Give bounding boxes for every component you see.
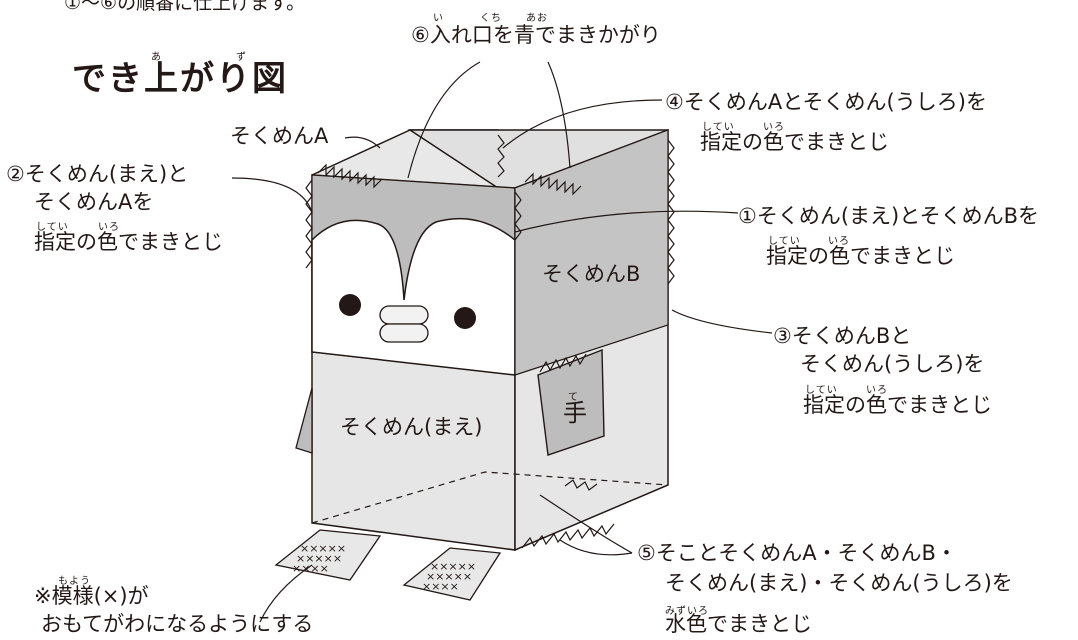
step1-line2: 指定の色でまきとじ (766, 244, 955, 268)
svg-text:××××: ×××× (292, 562, 329, 575)
panel-sokumen-b-upper (514, 129, 669, 376)
left-foot (274, 529, 382, 581)
step4-line1: ④そくめんAとそくめん(うしろ)を (665, 90, 987, 114)
label-te: 手 (563, 399, 587, 427)
step2-line2: そくめんAを (34, 190, 154, 214)
label-sokumen-b: そくめんB (542, 262, 641, 286)
foot-pattern-right: ×××××××××××××× (422, 560, 476, 593)
stitch-back-corner (497, 134, 505, 178)
step1-ruby-iro: いろ (828, 236, 850, 247)
step6-ruby-i: い (433, 13, 444, 24)
step6-ruby-ao: あお (526, 13, 548, 24)
svg-text:×××××: ××××× (430, 560, 476, 573)
stitch-right-side (667, 139, 675, 285)
beak-top (379, 305, 429, 325)
stitch-front-left (305, 179, 313, 269)
step5-line3: 水色でまきとじ (665, 612, 812, 636)
step3-line3: 指定の色でまきとじ (803, 393, 992, 417)
stitch-front-right (514, 191, 522, 241)
step3-line2: そくめん(うしろ)を (800, 352, 985, 376)
stitch-bottom-back (564, 479, 598, 491)
left-flipper (295, 387, 313, 454)
leader-lines (231, 61, 773, 623)
svg-text:×××××: ××××× (296, 552, 342, 565)
svg-text:×××××: ××××× (300, 542, 346, 555)
left-eye (339, 294, 361, 316)
note-line2: おもてがわになるようにする (41, 612, 314, 636)
step4-ruby-shitei: してい (702, 122, 735, 133)
note-line1: ※模様(×)が (34, 584, 149, 608)
step2-line3: 指定の色でまきとじ (34, 230, 223, 254)
step2-line1: ②そくめん(まえ)と (6, 162, 189, 186)
title-ruby-a: あ (151, 52, 162, 63)
step6-ruby-kuchi: くち (480, 13, 502, 24)
hand-ruby-te: て (568, 392, 579, 403)
stitch-top-front (317, 163, 383, 189)
note-ruby-moyou: もよう (58, 576, 91, 587)
beak-bottom (379, 323, 429, 343)
step1-ruby-shitei: してい (768, 236, 801, 247)
svg-text:×××××: ××××× (426, 570, 472, 583)
penguin-face (311, 217, 516, 376)
label-sokumen-mae: そくめん(まえ) (340, 415, 483, 439)
title-ruby-zu: ず (236, 52, 247, 63)
label-sokumen-a: そくめんA (230, 124, 329, 148)
right-foot (402, 547, 502, 601)
stitch-bottom-right (521, 523, 615, 549)
foot-pattern-left: ×××××××××××××× (292, 542, 346, 575)
order-note: ①〜⑥の順番に仕上げます。 (64, 0, 306, 14)
bottom-hidden-edges (311, 471, 669, 524)
stitch-top-back (524, 172, 582, 196)
step4-line2: 指定の色でまきとじ (700, 130, 889, 154)
step2-ruby-iro: いろ (98, 222, 120, 233)
step3-ruby-iro: いろ (866, 385, 888, 396)
stitches (305, 134, 675, 549)
stitch-hand (539, 353, 587, 373)
step3-line1: ③そくめんBと (773, 324, 912, 348)
page-title: でき上がり図 (72, 59, 288, 99)
step2-ruby-shitei: してい (36, 222, 69, 233)
step6-label: ⑥入れ口を青でまきかがり (411, 23, 661, 47)
step1-line1: ①そくめん(まえ)とそくめんBを (738, 204, 1039, 228)
svg-text:××××: ×××× (422, 580, 459, 593)
step5-ruby-mizuiro: みずいろ (665, 606, 709, 617)
step5-line1: ⑤そことそくめんA・そくめんB・ (637, 541, 957, 565)
step3-ruby-shitei: してい (805, 385, 838, 396)
right-eye (454, 307, 476, 329)
hand-flipper (537, 348, 605, 456)
step4-ruby-iro: いろ (763, 122, 785, 133)
step5-line2: そくめん(まえ)・そくめん(うしろ)を (665, 571, 1013, 595)
